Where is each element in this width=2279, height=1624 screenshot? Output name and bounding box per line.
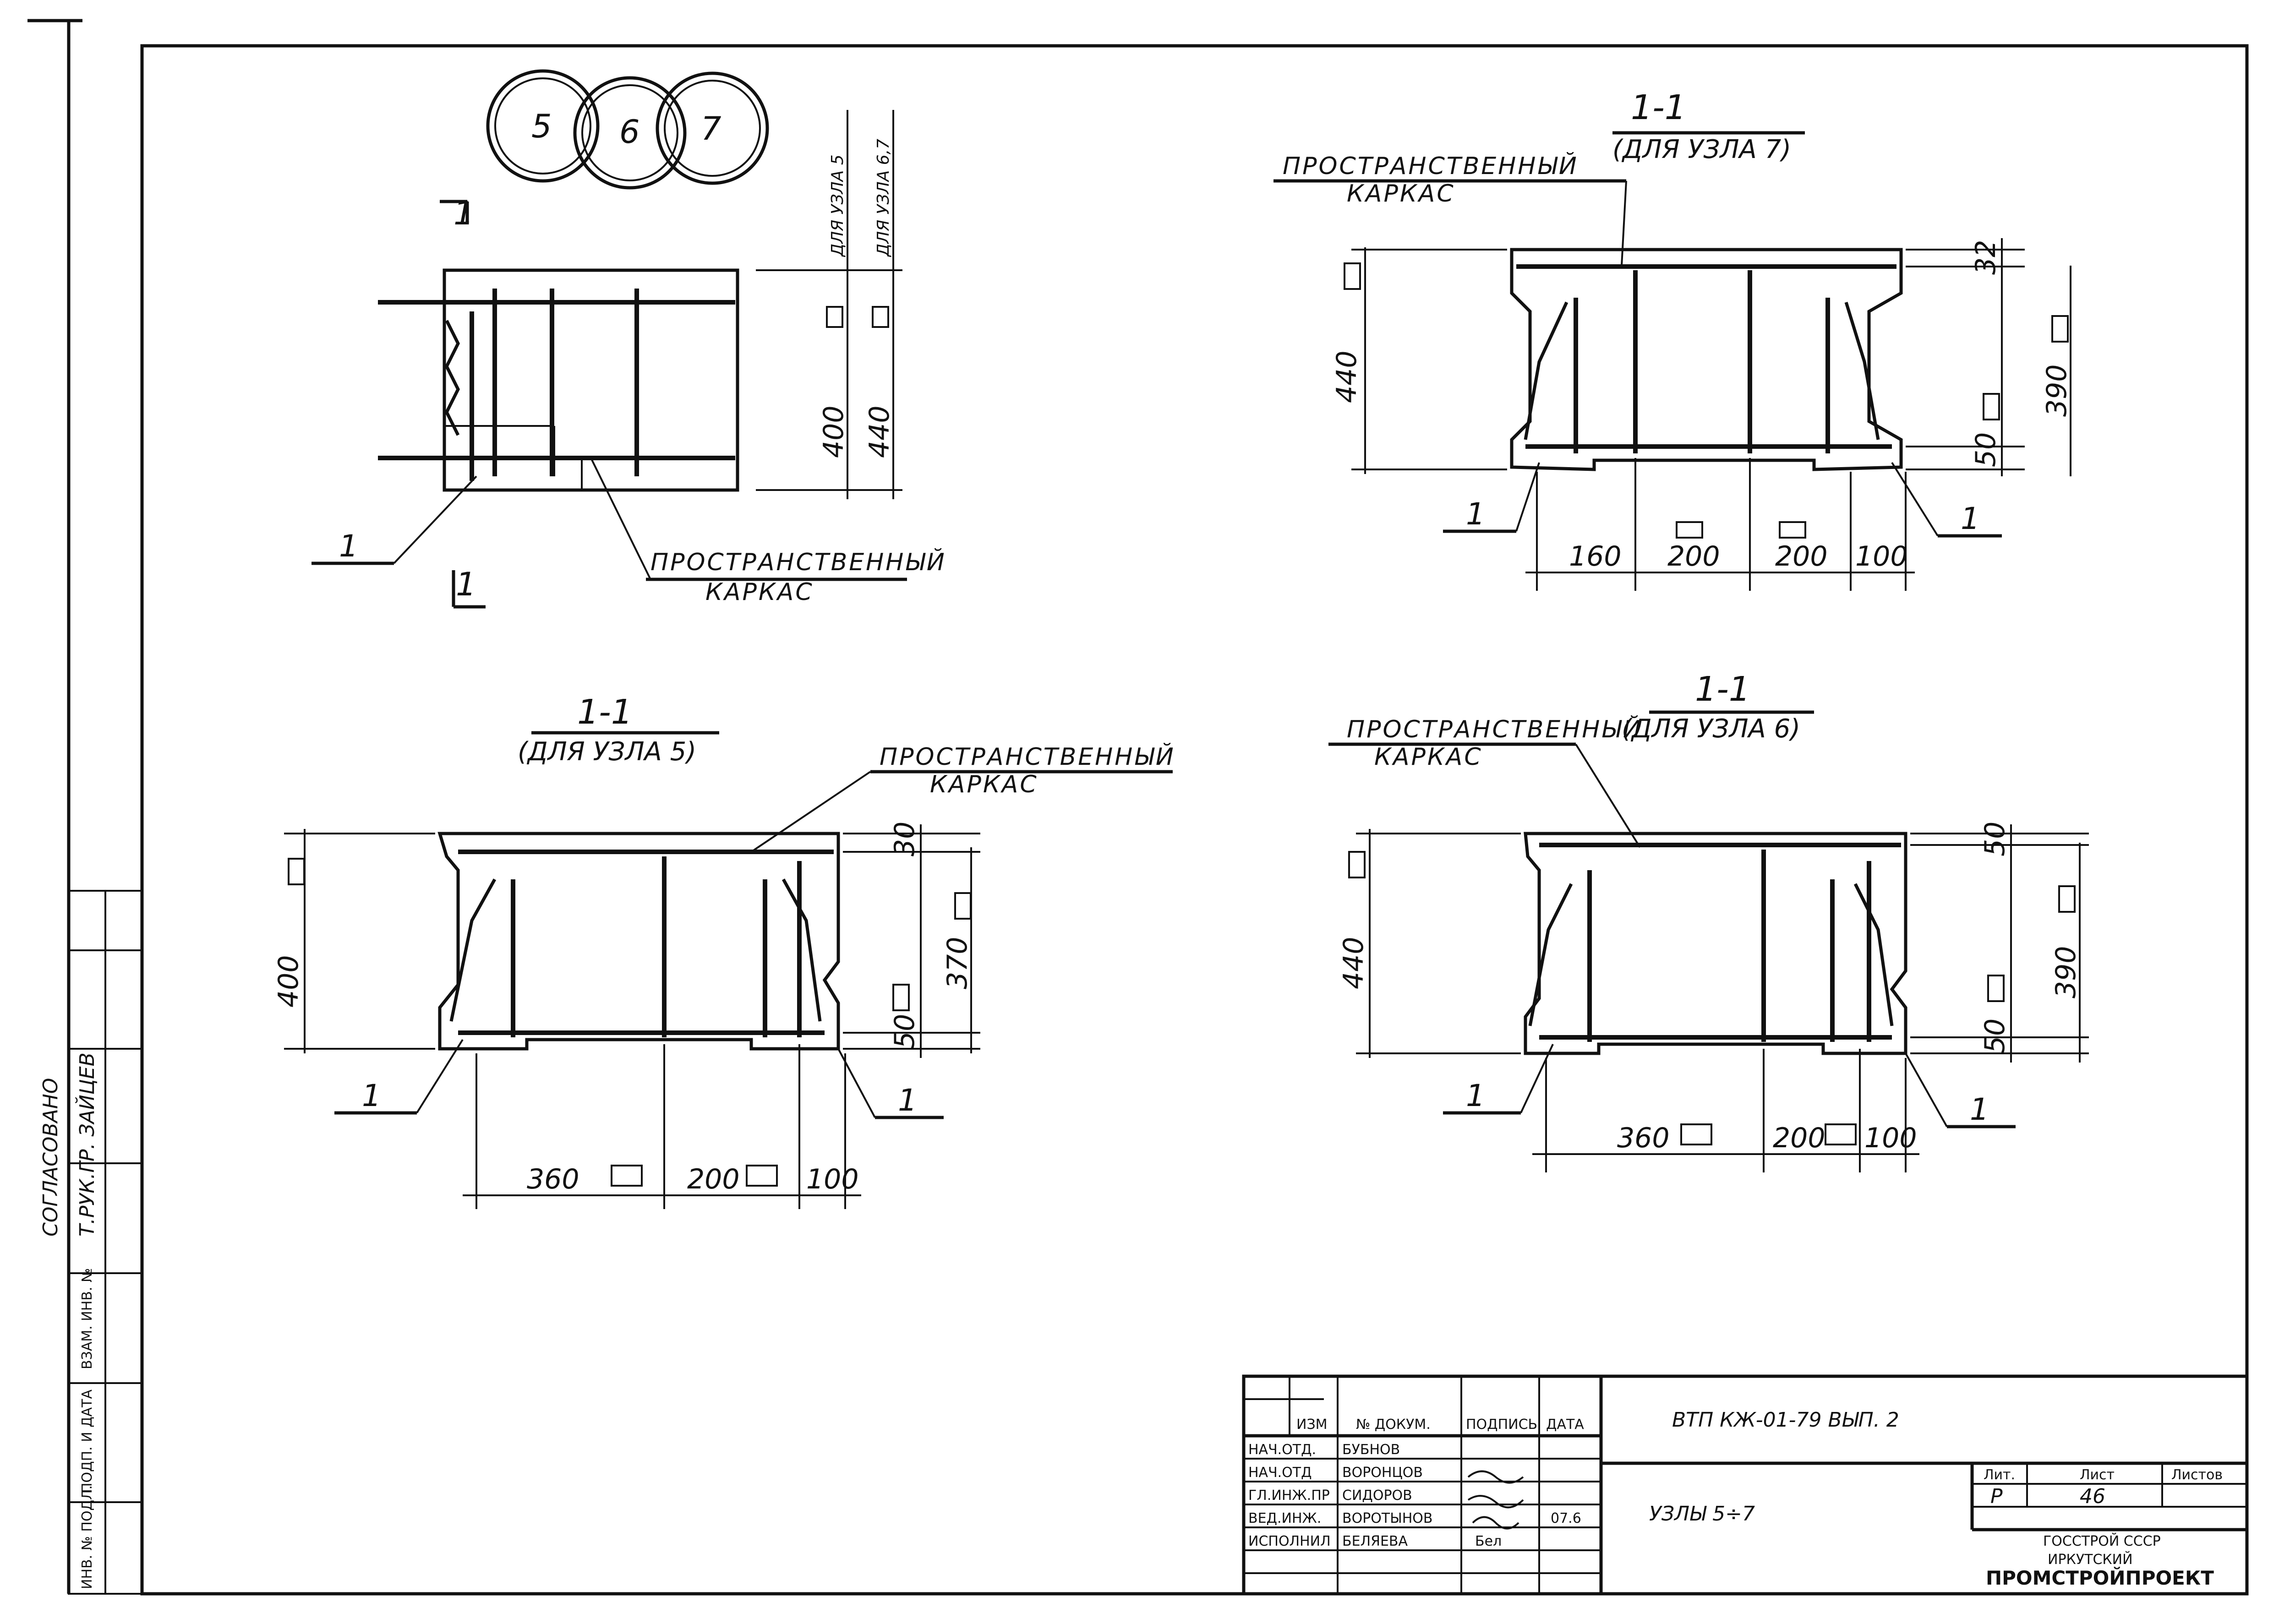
section7-cage-label-2: КАРКАС	[1347, 180, 1455, 207]
section7-title: 1-1	[1631, 88, 1686, 127]
section5-dim-360: 360	[527, 1163, 579, 1195]
section5-dim-50: 50	[889, 1014, 921, 1049]
section7-dim-100: 100	[1855, 540, 1908, 572]
section5-cage-label-1: ПРОСТРАНСТВЕННЫЙ	[880, 743, 1175, 771]
tb-sheets-header: Листов	[2171, 1467, 2223, 1483]
section7-subtitle: (ДЛЯ УЗЛА 7)	[1612, 135, 1791, 164]
plan-view: 1 1 400 440 ДЛЯ УЗЛА 5 ДЛЯ УЗЛА 6,7 1 ПР…	[312, 110, 946, 609]
tb-row1-name: БУБНОВ	[1342, 1442, 1400, 1458]
section7-dim-200a: 200	[1667, 540, 1720, 572]
tb-row4-role: ВЕД.ИНЖ.	[1248, 1510, 1321, 1526]
plan-note-node5: ДЛЯ УЗЛА 5	[828, 154, 847, 257]
node-circle-7: 7	[701, 110, 721, 147]
plan-note-node67: ДЛЯ УЗЛА 6,7	[874, 139, 893, 257]
section6-subtitle: (ДЛЯ УЗЛА 6)	[1622, 714, 1800, 744]
stamp-field-replace-inv: ВЗАМ. ИНВ. №	[79, 1268, 95, 1369]
section6-dim-200: 200	[1773, 1122, 1825, 1154]
section5-dim-30: 30	[889, 822, 921, 856]
tb-row1-role: НАЧ.ОТД.	[1248, 1442, 1316, 1458]
section5-callout-right: 1	[898, 1083, 917, 1118]
plan-callout-1: 1	[339, 529, 358, 564]
tb-row4-date: 07.6	[1551, 1510, 1581, 1526]
section6-callout-right: 1	[1970, 1092, 1989, 1127]
section7-dim-390: 390	[2041, 364, 2073, 417]
tb-row5-name: БЕЛЯЕВА	[1342, 1533, 1408, 1549]
tb-row3-role: ГЛ.ИНЖ.ПР	[1248, 1488, 1330, 1504]
stamp-field-sign-date: ПОДП. И ДАТА	[79, 1389, 95, 1493]
section6-cage-label-2: КАРКАС	[1374, 743, 1483, 771]
section-node-6: 1-1 (ДЛЯ УЗЛА 6) ПРОСТРАНСТВЕННЫЙ КАРКАС…	[1328, 670, 2089, 1172]
section7-cage-label-1: ПРОСТРАНСТВЕННЫЙ	[1283, 152, 1579, 180]
stamp-group-lead-text: Т.РУК.ГР. ЗАЙЦЕВ	[75, 1052, 99, 1237]
section5-subtitle: (ДЛЯ УЗЛА 5)	[518, 737, 696, 767]
section-node-5: 1-1 (ДЛЯ УЗЛА 5) ПРОСТРАНСТВЕННЫЙ КАРКАС…	[273, 692, 1175, 1209]
tb-doc-code: ВТП КЖ-01-79 ВЫП. 2	[1672, 1408, 1899, 1432]
node-circle-5: 5	[531, 108, 552, 145]
tb-org-line1: ГОССТРОЙ СССР	[2043, 1533, 2161, 1549]
tb-header-doc-no: № ДОКУМ.	[1356, 1417, 1431, 1433]
tb-header-date: ДАТА	[1546, 1417, 1584, 1433]
plan-section-mark-bottom: 1	[456, 566, 476, 603]
tb-header-change: ИЗМ	[1296, 1417, 1328, 1433]
tb-stage: Р	[1990, 1485, 2003, 1508]
section6-dim-50-bottom: 50	[1979, 1019, 2011, 1053]
plan-cage-label-2: КАРКАС	[705, 578, 814, 606]
section5-dim-370: 370	[941, 937, 973, 989]
stamp-field-inv-original: ИНВ. № ПОДЛ.	[79, 1485, 95, 1589]
section6-cage-label-1: ПРОСТРАНСТВЕННЫЙ	[1347, 715, 1643, 743]
plan-section-mark-top: 1	[454, 195, 474, 232]
section7-dim-50: 50	[1970, 432, 2002, 467]
tb-row4-name: ВОРОТЫНОВ	[1342, 1510, 1432, 1526]
tb-row5-sign: Бел	[1475, 1533, 1502, 1549]
node-circles: 5 6 7	[486, 69, 769, 190]
section6-dim-360: 360	[1617, 1122, 1670, 1154]
plan-dim-440: 440	[864, 405, 896, 458]
section7-dim-32: 32	[1970, 240, 2002, 275]
tb-row5-role: ИСПОЛНИЛ	[1248, 1533, 1331, 1549]
section7-callout-right: 1	[1961, 501, 1980, 536]
section5-title: 1-1	[577, 692, 633, 732]
section5-dim-100: 100	[806, 1163, 859, 1195]
section7-callout-left: 1	[1466, 496, 1485, 532]
section6-callout-left: 1	[1466, 1078, 1485, 1113]
tb-header-signature: ПОДПИСЬ	[1466, 1417, 1537, 1433]
section5-callout-left: 1	[362, 1078, 381, 1113]
section5-dim-400: 400	[273, 955, 305, 1008]
plan-dim-400: 400	[818, 405, 850, 458]
tb-stage-header: Лит.	[1984, 1467, 2015, 1483]
tb-sheet-number: 46	[2080, 1485, 2105, 1508]
tb-signature-scribbles	[1467, 1470, 1524, 1530]
stamp-agreed-text: СОГЛАСОВАНО	[39, 1078, 62, 1237]
tb-sheet-title: УЗЛЫ 5÷7	[1649, 1502, 1755, 1526]
section7-dim-200b: 200	[1775, 540, 1828, 572]
tb-row2-role: НАЧ.ОТД	[1248, 1465, 1312, 1481]
section5-cage-label-2: КАРКАС	[930, 771, 1038, 798]
tb-org-line2: ИРКУТСКИЙ	[2048, 1551, 2133, 1568]
section6-title: 1-1	[1695, 670, 1750, 709]
left-approval-stamp: СОГЛАСОВАНО Т.РУК.ГР. ЗАЙЦЕВ ВЗАМ. ИНВ. …	[39, 890, 143, 1595]
tb-row2-name: ВОРОНЦОВ	[1342, 1465, 1423, 1481]
tb-sheet-header: Лист	[2080, 1467, 2115, 1483]
section6-dim-440: 440	[1338, 937, 1370, 989]
section6-dim-50-top: 50	[1979, 822, 2011, 856]
section-node-7: 1-1 (ДЛЯ УЗЛА 7) ПРОСТРАНСТВЕННЫЙ КАРКАС…	[1273, 88, 2073, 591]
section6-dim-390: 390	[2050, 946, 2082, 998]
tb-row3-name: СИДОРОВ	[1342, 1488, 1412, 1504]
section6-dim-100: 100	[1864, 1122, 1917, 1154]
tb-org-line3: ПРОМСТРОЙПРОЕКТ	[1986, 1566, 2214, 1589]
title-block: ИЗМ № ДОКУМ. ПОДПИСЬ ДАТА НАЧ.ОТД. БУБНО…	[1242, 1374, 2249, 1596]
section5-dim-200: 200	[687, 1163, 740, 1195]
section7-dim-440: 440	[1331, 350, 1363, 403]
section7-dim-160: 160	[1569, 540, 1622, 572]
sheet-frame	[27, 19, 2249, 1596]
node-circle-6: 6	[619, 113, 640, 151]
plan-cage-label-1: ПРОСТРАНСТВЕННЫЙ	[650, 548, 946, 576]
